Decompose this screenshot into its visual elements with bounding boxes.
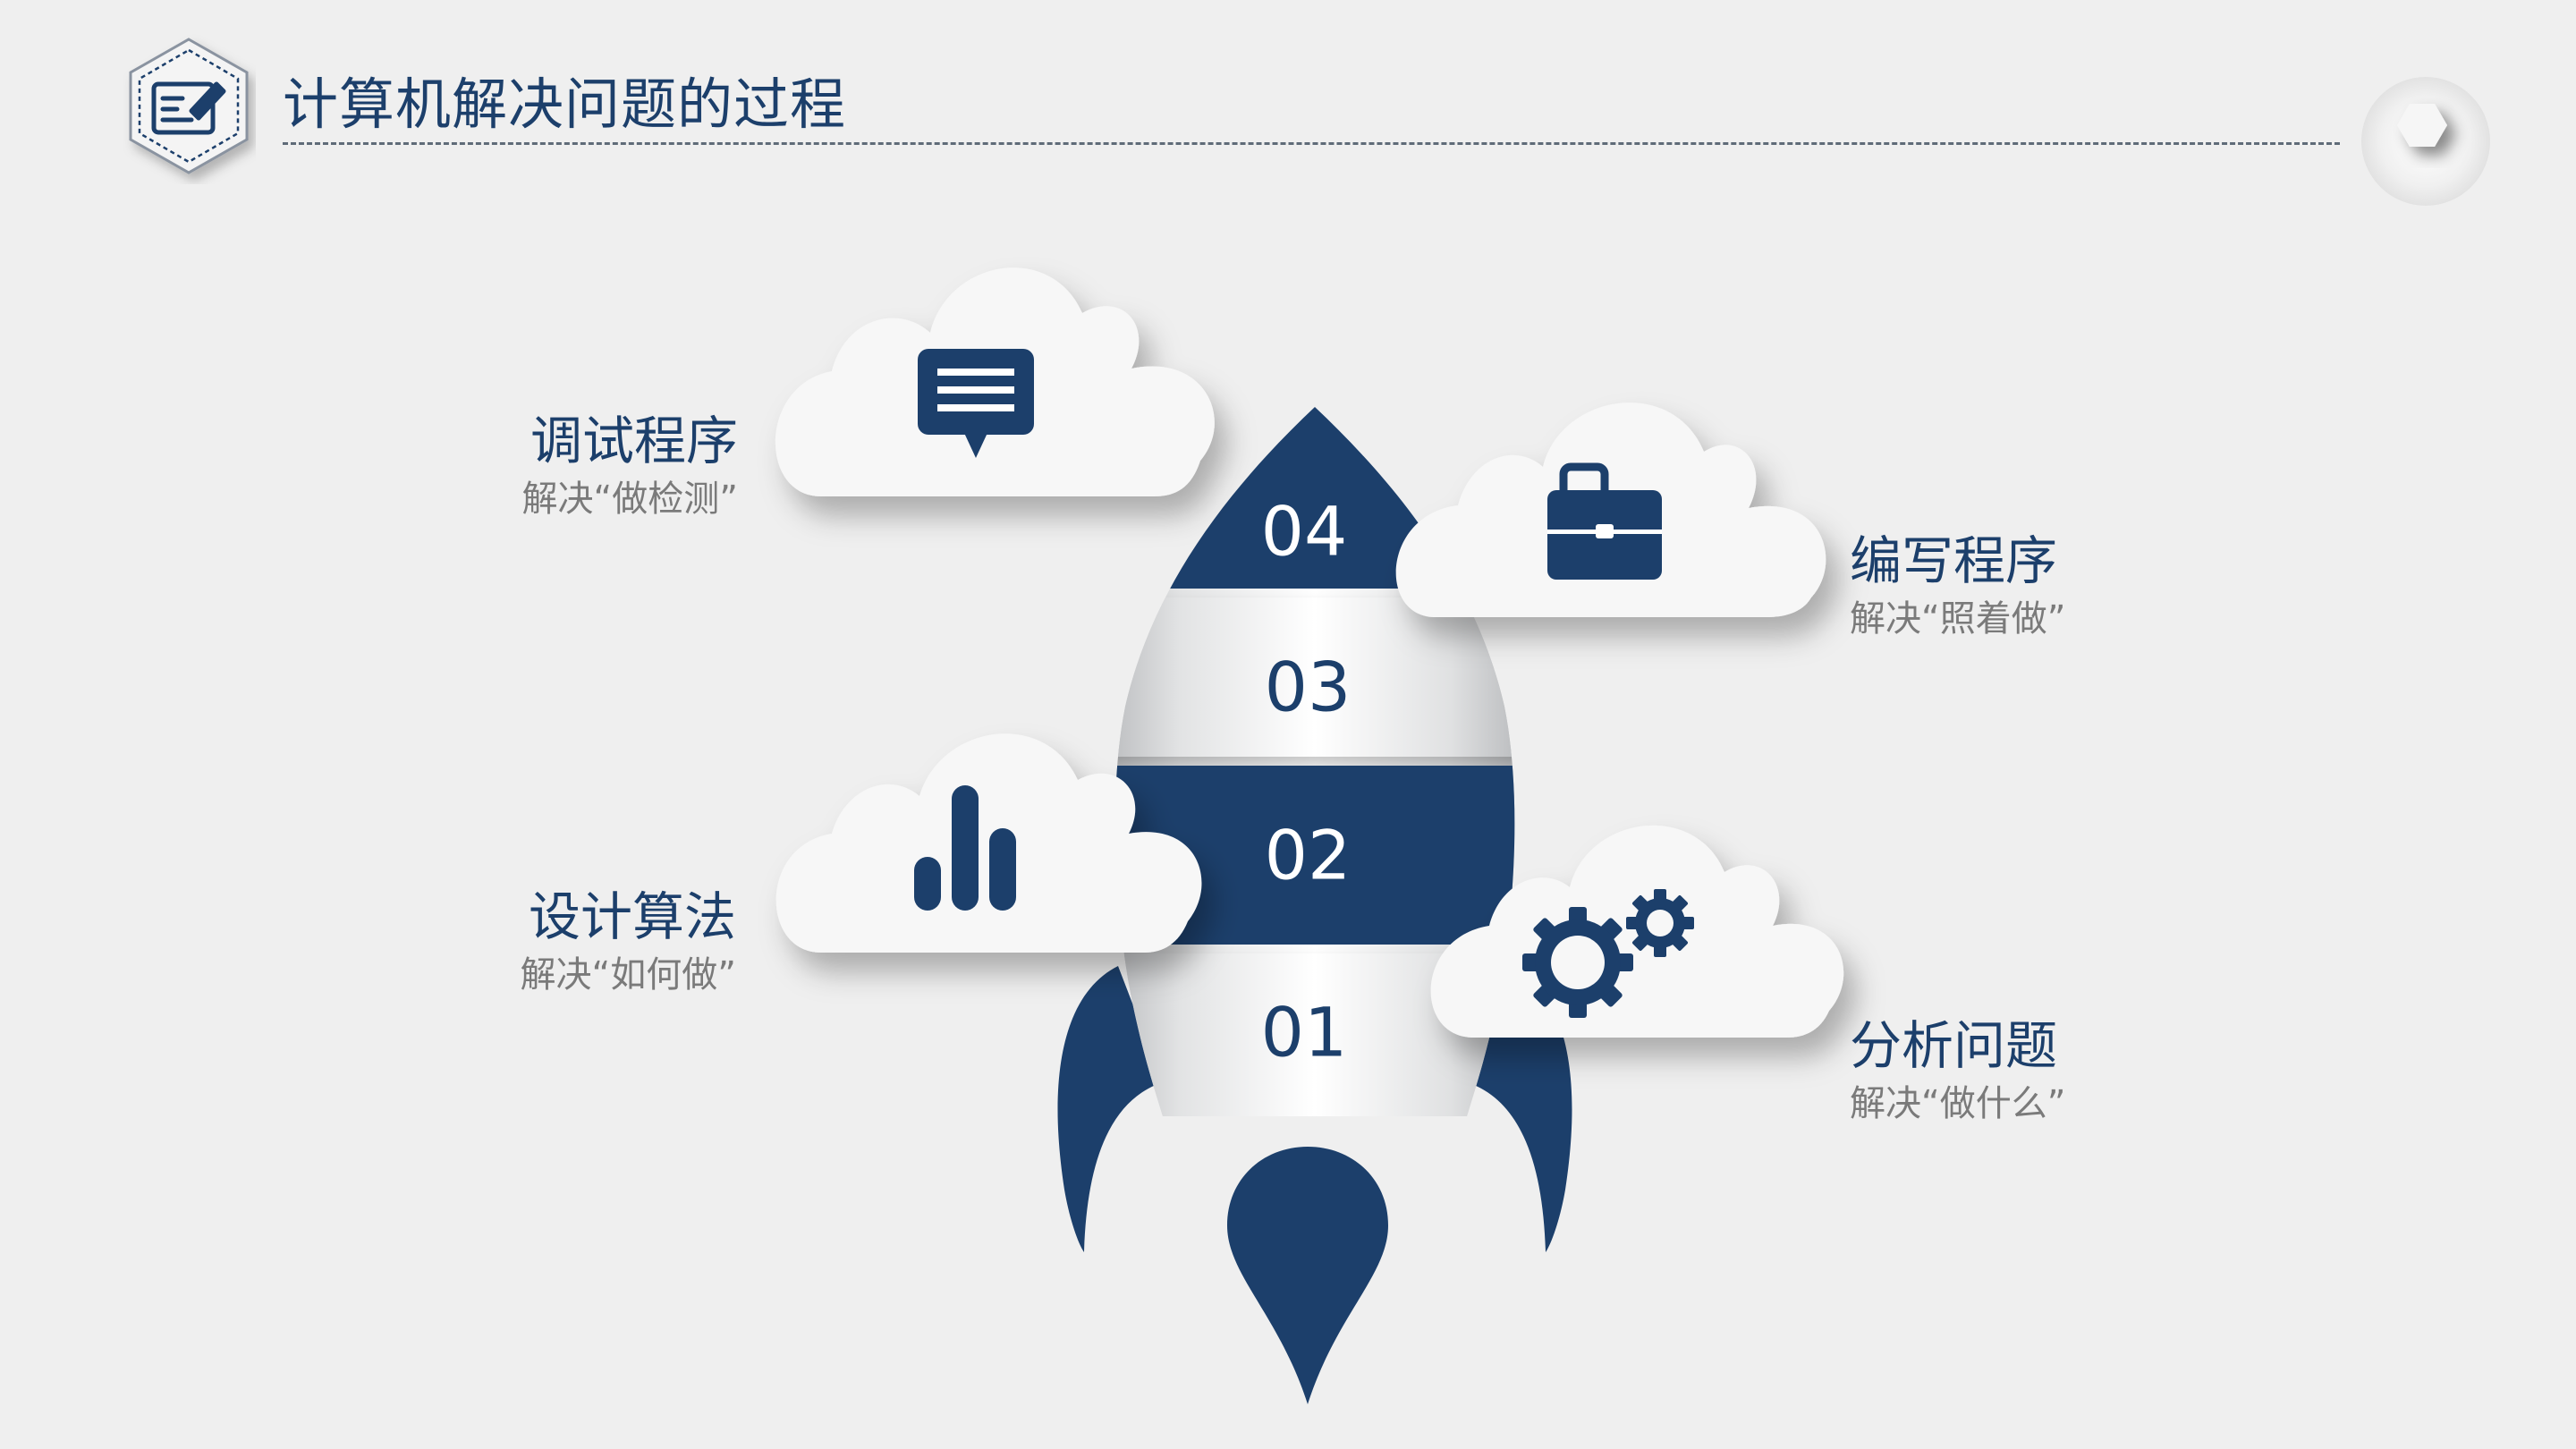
- step-title: 设计算法: [528, 886, 736, 947]
- step-title: 调试程序: [530, 411, 738, 471]
- step-number-04: 04: [1261, 492, 1348, 572]
- band-03: [1114, 597, 1515, 757]
- step-title: 分析问题: [1850, 1015, 2058, 1076]
- step-subtitle: 解决“如何做”: [520, 954, 736, 996]
- step-number-02: 02: [1265, 816, 1352, 895]
- gears-icon: [1522, 889, 1694, 1018]
- step-number-01: 01: [1261, 993, 1348, 1072]
- step-label-01: 分析问题 解决“做什么”: [1850, 1013, 2351, 1129]
- step-label-04: 调试程序 解决“做检测”: [273, 408, 738, 524]
- header-badge: [129, 38, 249, 174]
- step-subtitle: 解决“做检测”: [521, 479, 738, 520]
- edit-document-icon: [151, 81, 226, 135]
- step-subtitle: 解决“照着做”: [1850, 598, 2066, 640]
- hexagon-icon: [2361, 77, 2490, 206]
- step-subtitle: 解决“做什么”: [1850, 1083, 2066, 1124]
- step-label-03: 编写程序 解决“照着做”: [1850, 528, 2351, 644]
- cloud-step-02: [775, 733, 1202, 953]
- briefcase-icon: [1547, 462, 1662, 580]
- rocket-flame: [1227, 1147, 1388, 1404]
- step-label-02: 设计算法 解决“如何做”: [271, 884, 736, 1000]
- message-icon: [918, 349, 1034, 458]
- title-divider: [283, 142, 2340, 145]
- step-title: 编写程序: [1850, 530, 2058, 591]
- step-number-03: 03: [1265, 648, 1352, 727]
- page-title: 计算机解决问题的过程: [283, 72, 847, 137]
- bar-chart-icon: [914, 785, 1016, 911]
